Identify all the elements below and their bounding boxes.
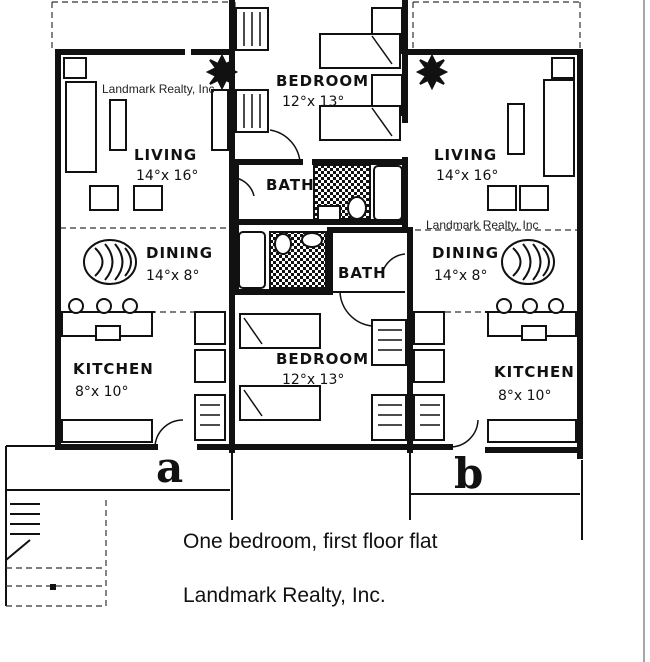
dining-label-a: DINING — [146, 244, 213, 262]
unit-label-b: b — [454, 449, 483, 498]
living-label-b: LIVING — [434, 146, 497, 164]
closet-hangers — [200, 12, 440, 426]
dining-label-b: DINING — [432, 244, 499, 262]
kitchen-size-b: 8°x 10° — [498, 388, 551, 404]
tub-upper — [373, 165, 403, 221]
bed-upper-2 — [319, 105, 401, 141]
bed-pillows — [243, 35, 393, 417]
watermark-1: Landmark Realty, Inc — [102, 82, 215, 96]
kitchen-label-a: KITCHEN — [73, 360, 154, 378]
bedroom-size-lower: 12°x 13° — [282, 372, 344, 388]
dining-size-b: 14°x 8° — [434, 268, 487, 284]
living-label-a: LIVING — [134, 146, 197, 164]
sofa-b — [543, 79, 575, 177]
dining-size-a: 14°x 8° — [146, 268, 199, 284]
dining-table-a — [83, 239, 137, 285]
bedroom-label-lower: BEDROOM — [276, 350, 369, 368]
dining-table-b — [501, 239, 555, 285]
dining-tables — [83, 239, 555, 285]
bed-lower-2 — [239, 385, 321, 421]
porch — [5, 445, 583, 606]
bedroom-size-upper: 12°x 13° — [282, 94, 344, 110]
kitchen-counters — [61, 298, 577, 443]
plant-a — [205, 53, 239, 91]
caption-agency: Landmark Realty, Inc. — [183, 584, 386, 607]
shelf-a — [211, 89, 229, 151]
plant-b — [415, 53, 449, 91]
living-furniture-b — [487, 57, 575, 211]
bath-label-lower: BATH — [338, 264, 387, 282]
living-size-a: 14°x 16° — [136, 168, 198, 184]
watermark-2: Landmark Realty, Inc — [426, 218, 539, 232]
caption-description: One bedroom, first floor flat — [183, 530, 438, 553]
tub-lower — [238, 231, 266, 289]
door-swings — [154, 129, 479, 448]
bed-lower-1 — [239, 313, 321, 349]
bath-label-upper: BATH — [266, 176, 315, 194]
living-size-b: 14°x 16° — [436, 168, 498, 184]
unit-label-a: a — [156, 443, 183, 492]
porch-dashed — [6, 500, 107, 607]
bed-upper-1 — [319, 33, 401, 69]
bath-fixtures — [238, 164, 403, 289]
kitchen-size-a: 8°x 10° — [75, 384, 128, 400]
porch-post — [50, 584, 56, 590]
living-furniture-a — [63, 57, 229, 211]
kitchen-label-b: KITCHEN — [494, 363, 575, 381]
walls — [55, 0, 583, 459]
closets — [194, 7, 445, 441]
sofa-a — [65, 81, 97, 173]
bedroom-label-upper: BEDROOM — [276, 72, 369, 90]
